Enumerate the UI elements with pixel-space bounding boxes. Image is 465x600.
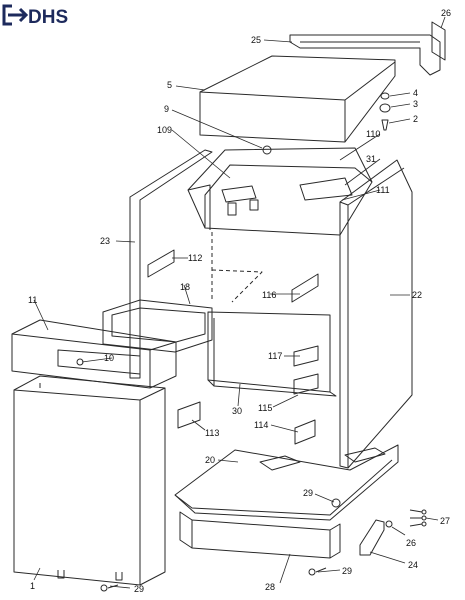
callout-labels: 25 26 5 4 3 2 9 109 110 31 111 23 112 11… [28,8,451,594]
part-base-tray [174,444,399,521]
callout-114-right: 114 [254,420,268,430]
part-top-bracket [289,21,446,76]
part-front-door [13,375,166,586]
part-lid [199,55,396,143]
callout-1: 1 [30,581,35,591]
part-screws [262,92,391,155]
callout-30: 29 [303,488,313,498]
callout-3: 3 [413,99,418,109]
callout-26-bottom: 26 [406,538,416,548]
callout-115: 115 [258,403,272,413]
part-left-side-panel [129,149,213,379]
part-control-panel [11,319,177,389]
part-brackets-114 [177,401,316,445]
callout-25: 25 [251,35,261,45]
callout-2: 2 [413,114,418,124]
callout-26-top: 26 [441,8,451,18]
callout-31: 30 [232,406,242,416]
callout-11: 11 [28,295,37,305]
callout-29-left: 29 [134,584,144,594]
part-lower-rear-panel [207,311,337,397]
callout-29-right: 29 [342,566,352,576]
callout-28: 28 [265,582,275,592]
part-front-skirt [179,511,341,559]
part-right-side-panel [339,159,413,469]
callout-27: 27 [440,516,450,526]
callout-112: 111 [376,185,390,195]
callout-23: 23 [100,236,110,246]
logo-arrow-icon [8,7,29,23]
callout-113: 112 [188,253,202,263]
callout-9: 9 [164,104,169,114]
dhs-logo: DHS [2,4,68,28]
callout-111: 110 [366,129,380,139]
callout-24: 24 [408,560,418,570]
callout-110: 109 [157,125,172,135]
callout-5: 5 [167,80,172,90]
callout-116: 116 [262,290,276,300]
part-control-frame [187,147,373,236]
callout-22: 22 [412,290,422,300]
logo-swoosh-icon [2,4,12,26]
callout-18: 18 [180,282,190,292]
part-side-bracket [359,519,385,556]
part-back-panel [147,232,319,303]
callout-109: 31 [366,154,376,164]
leader-lines [33,16,446,589]
callout-10: 10 [104,353,114,363]
callout-4: 4 [413,88,418,98]
callout-20: 20 [205,455,215,465]
callout-117: 117 [268,351,282,361]
part-fasteners [100,498,427,592]
callout-114-left: 113 [205,428,219,438]
part-frame-18 [102,299,213,353]
logo-text: DHS [28,7,68,28]
